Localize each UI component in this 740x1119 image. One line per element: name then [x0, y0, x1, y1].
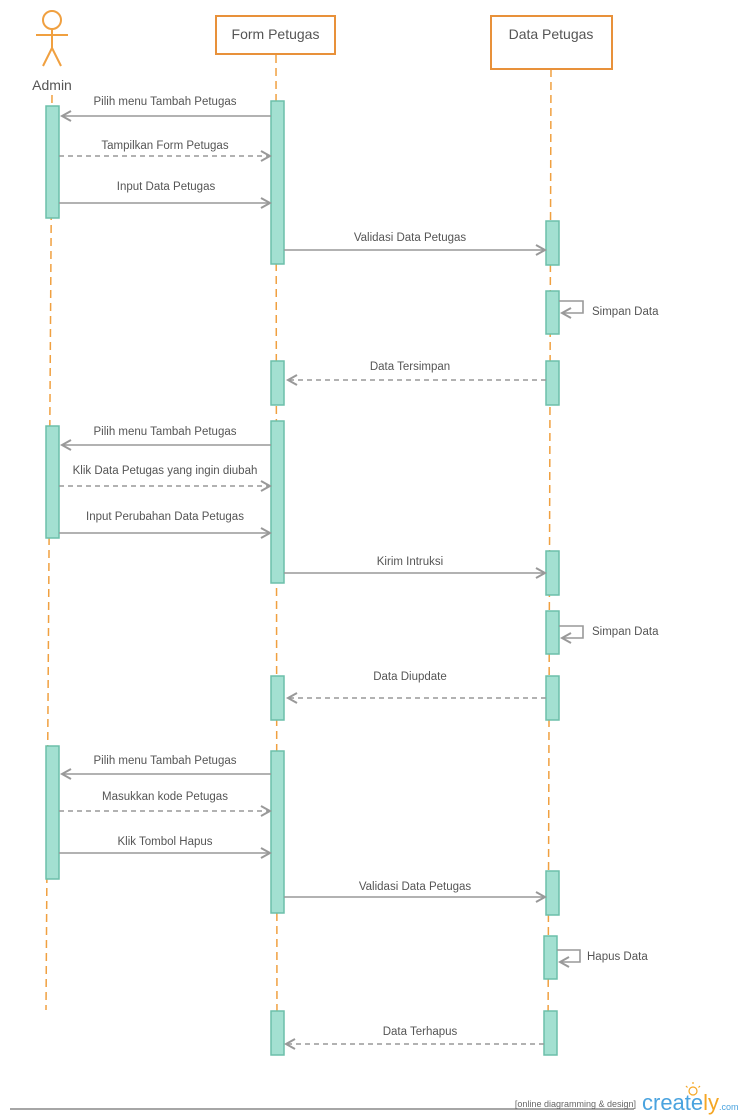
form-petugas-label: Form Petugas [232, 26, 320, 42]
form-activation-5 [270, 750, 285, 914]
admin-label: Admin [32, 77, 72, 93]
lightbulb-icon [685, 1082, 701, 1096]
message-label: Simpan Data [592, 306, 659, 318]
form-activation-4 [270, 675, 285, 721]
data-activation-6 [545, 675, 560, 721]
message-label: Masukkan kode Petugas [102, 791, 228, 803]
message-label: Validasi Data Petugas [354, 232, 467, 244]
message-label: Input Perubahan Data Petugas [86, 511, 244, 523]
admin-activation-2 [45, 425, 60, 539]
form-activation-3 [270, 420, 285, 584]
admin-actor-icon [36, 10, 68, 67]
data-activation-1 [545, 220, 560, 266]
data-petugas-box [490, 15, 613, 70]
message-label: Data Tersimpan [370, 361, 450, 373]
admin-activation-3 [45, 745, 60, 880]
message-label: Simpan Data [592, 626, 659, 638]
admin-lifeline [45, 94, 53, 1011]
data-activation-3 [545, 360, 560, 406]
brand-ly-text: ly [703, 1090, 719, 1115]
message-label: Klik Tombol Hapus [117, 836, 212, 848]
data-activation-7 [545, 870, 560, 916]
form-activation-1 [270, 100, 285, 265]
message-label: Data Diupdate [373, 671, 447, 683]
svg-text:creately.com: creately.com [642, 1090, 739, 1115]
form-activation-2 [270, 360, 285, 406]
data-activation-2 [545, 290, 560, 335]
data-activation-4 [545, 550, 560, 596]
message-label: Data Terhapus [383, 1026, 458, 1038]
admin-activation-1 [45, 105, 60, 219]
message-label: Validasi Data Petugas [359, 881, 472, 893]
data-activation-9 [543, 1010, 558, 1056]
data-petugas-label: Data Petugas [509, 26, 594, 42]
self-message-arrow [557, 949, 581, 962]
message-label: Pilih menu Tambah Petugas [94, 755, 237, 767]
message-label: Input Data Petugas [117, 181, 216, 193]
footer-tagline: [online diagramming & design] [515, 1099, 636, 1109]
self-message-arrow [559, 625, 584, 638]
form-activation-6 [270, 1010, 285, 1056]
data-activation-8 [543, 935, 558, 980]
message-label: Tampilkan Form Petugas [101, 140, 228, 152]
message-label: Klik Data Petugas yang ingin diubah [73, 465, 258, 477]
message-label: Pilih menu Tambah Petugas [94, 426, 237, 438]
message-label: Hapus Data [587, 951, 648, 963]
form-petugas-box [215, 15, 336, 55]
brand-main-text: create [642, 1090, 703, 1115]
data-activation-5 [545, 610, 560, 655]
brand-com-text: .com [719, 1102, 739, 1112]
self-message-arrow [559, 300, 584, 313]
creately-logo: creately.com [642, 1082, 739, 1115]
message-label: Pilih menu Tambah Petugas [94, 96, 237, 108]
message-label: Kirim Intruksi [377, 556, 443, 568]
